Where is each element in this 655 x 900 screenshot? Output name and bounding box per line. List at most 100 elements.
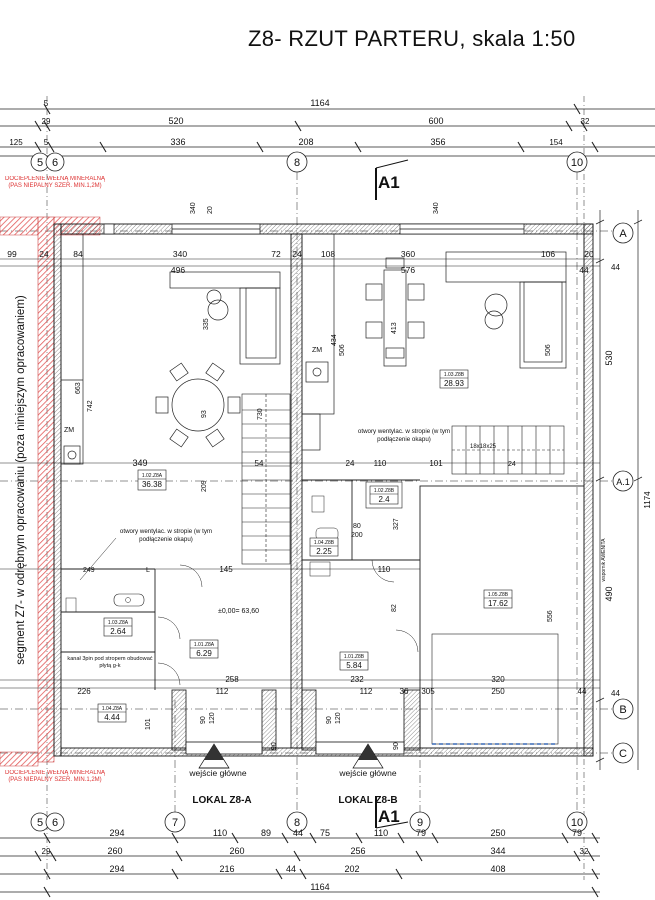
vent-note-a: otwory wentylac. w stropie (w tym podłąc…	[120, 528, 212, 543]
dim-336: 336	[170, 137, 185, 147]
axis-10-top: 10	[571, 157, 583, 169]
top-windows	[103, 223, 525, 235]
dim-434: 434	[331, 334, 338, 346]
dim-200-b: 200	[351, 532, 363, 539]
dim-110-b2: 110	[378, 565, 391, 574]
dim-b1-79: 79	[416, 828, 426, 838]
dim-24a: 24	[39, 249, 49, 259]
room-tag-1-01-z8a	[189, 639, 219, 659]
dim-112-b: 112	[360, 687, 373, 696]
insulation-strip-bottom	[0, 751, 39, 767]
lower-rooms-b	[302, 479, 420, 653]
dim-b2-344: 344	[490, 846, 505, 856]
room-tag-1-03-z8b	[439, 369, 469, 389]
interior-dim-lines	[0, 258, 600, 689]
dim-32-top: 32	[581, 117, 590, 126]
dim-5b: 5	[44, 138, 49, 147]
dim-b1-79b: 79	[572, 828, 582, 838]
dim-b3-202: 202	[344, 864, 359, 874]
dim-209: 209	[201, 480, 208, 492]
dim-742: 742	[87, 400, 94, 412]
room-tag-1-02-z8b	[369, 485, 399, 505]
dim-90-a2: 90	[271, 742, 278, 750]
dim-112-a: 112	[216, 687, 229, 696]
dim-29-top: 29	[42, 117, 51, 126]
room-id-1-02-z8a: 1.02.Z8A	[142, 473, 163, 479]
dim-413: 413	[391, 322, 398, 334]
dim-349: 349	[132, 458, 147, 468]
dim-44-right: 44	[611, 263, 620, 272]
dim-120-b: 120	[335, 712, 342, 724]
dim-b1-110b: 110	[374, 828, 388, 838]
sofa-a	[169, 271, 281, 365]
dim-506-c: 506	[545, 344, 552, 356]
room-id-1-04-z8b: 1.04.Z8B	[314, 540, 335, 546]
dim-b3-294: 294	[109, 864, 124, 874]
L-label: L	[146, 567, 150, 574]
room-tag-1-01-z8b	[339, 651, 369, 671]
right-dimensions	[595, 210, 643, 770]
dim-b1-44: 44	[293, 828, 303, 838]
dim-b2-29: 29	[42, 847, 51, 856]
fridge-label-a: ZM	[64, 427, 74, 434]
room-area-1-02-z8a: 36.38	[142, 480, 163, 489]
axis-6-top: 6	[52, 157, 58, 169]
room-id-1-04-z8a: 1.04.Z8A	[102, 706, 123, 712]
dim-576: 576	[401, 265, 415, 275]
section-mark-top: A1	[375, 159, 409, 200]
dim-154: 154	[549, 138, 563, 147]
dim-b3-408: 408	[490, 864, 505, 874]
dim-20: 20	[584, 249, 594, 259]
dim-243: 24	[508, 461, 516, 468]
dim-250: 250	[491, 687, 505, 696]
dim-356: 356	[430, 137, 445, 147]
dim-24b: 24	[292, 249, 302, 259]
dim-b4-1164: 1164	[310, 882, 329, 892]
room-tag-1-04-z8a	[97, 703, 127, 723]
dim-327: 327	[393, 518, 400, 530]
dim-80-b: 80	[353, 523, 361, 530]
wypust-note: wspornik AWENITA	[601, 538, 607, 582]
lower-rooms-a	[61, 564, 203, 690]
dining-table-b	[365, 257, 425, 367]
dim-5-top: 5	[44, 99, 49, 108]
dim-106: 106	[541, 249, 555, 259]
insulation-note-bottom: DOCIEPLENIE WEŁNĄ MINERALNĄ (PAS NIEPALN…	[5, 770, 105, 783]
dim-145: 145	[219, 565, 233, 574]
shaft-note: kanał 3pin pod stropem obudować płytą g-…	[67, 656, 152, 669]
plan-title: Z8- RZUT PARTERU, skala 1:50	[248, 26, 576, 51]
room-id-1-02-z8b: 1.02.Z8B	[374, 488, 395, 494]
room-id-1-01-z8b: 1.01.Z8B	[344, 654, 365, 660]
entrance-structure-a	[171, 689, 277, 755]
axis-8-bottom: 8	[294, 817, 300, 829]
axis-8-top: 8	[294, 157, 300, 169]
entrance-label-b: wejście główne	[338, 768, 396, 778]
room-area-1-01-z8b: 5.84	[346, 661, 362, 670]
room-id-1-03-z8b: 1.03.Z8B	[444, 372, 465, 378]
dim-overall-top: 1164	[310, 98, 329, 108]
garage-b	[419, 485, 585, 749]
entrance-structure-b	[301, 689, 421, 755]
dim-b1-250: 250	[490, 828, 505, 838]
dim-520: 520	[168, 116, 183, 126]
fridge-label-b: ZM	[312, 347, 322, 354]
dim-b2-260b: 260	[229, 846, 244, 856]
dim-b2-256: 256	[350, 846, 365, 856]
svg-text:A1: A1	[378, 807, 400, 826]
dim-54: 54	[255, 459, 264, 468]
room-id-1-05-z8b: 1.05.Z8B	[488, 592, 509, 598]
section-mark-bottom: A1	[375, 796, 409, 829]
axis-5-bottom: 5	[37, 817, 43, 829]
stairs-b	[451, 425, 565, 475]
lokal-a-label: LOKAL Z8-A	[192, 795, 251, 806]
dim-108: 108	[321, 249, 335, 259]
dining-table-a	[155, 362, 241, 448]
room-id-1-03-z8a: 1.03.Z8A	[108, 620, 129, 626]
room-tag-1-05-z8b	[483, 589, 513, 609]
dim-b1-89: 89	[261, 828, 271, 838]
axis-A: A	[619, 228, 627, 240]
kitchen-b	[301, 233, 335, 451]
dim-335: 335	[203, 318, 210, 330]
dim-93-a: 93	[201, 410, 208, 418]
